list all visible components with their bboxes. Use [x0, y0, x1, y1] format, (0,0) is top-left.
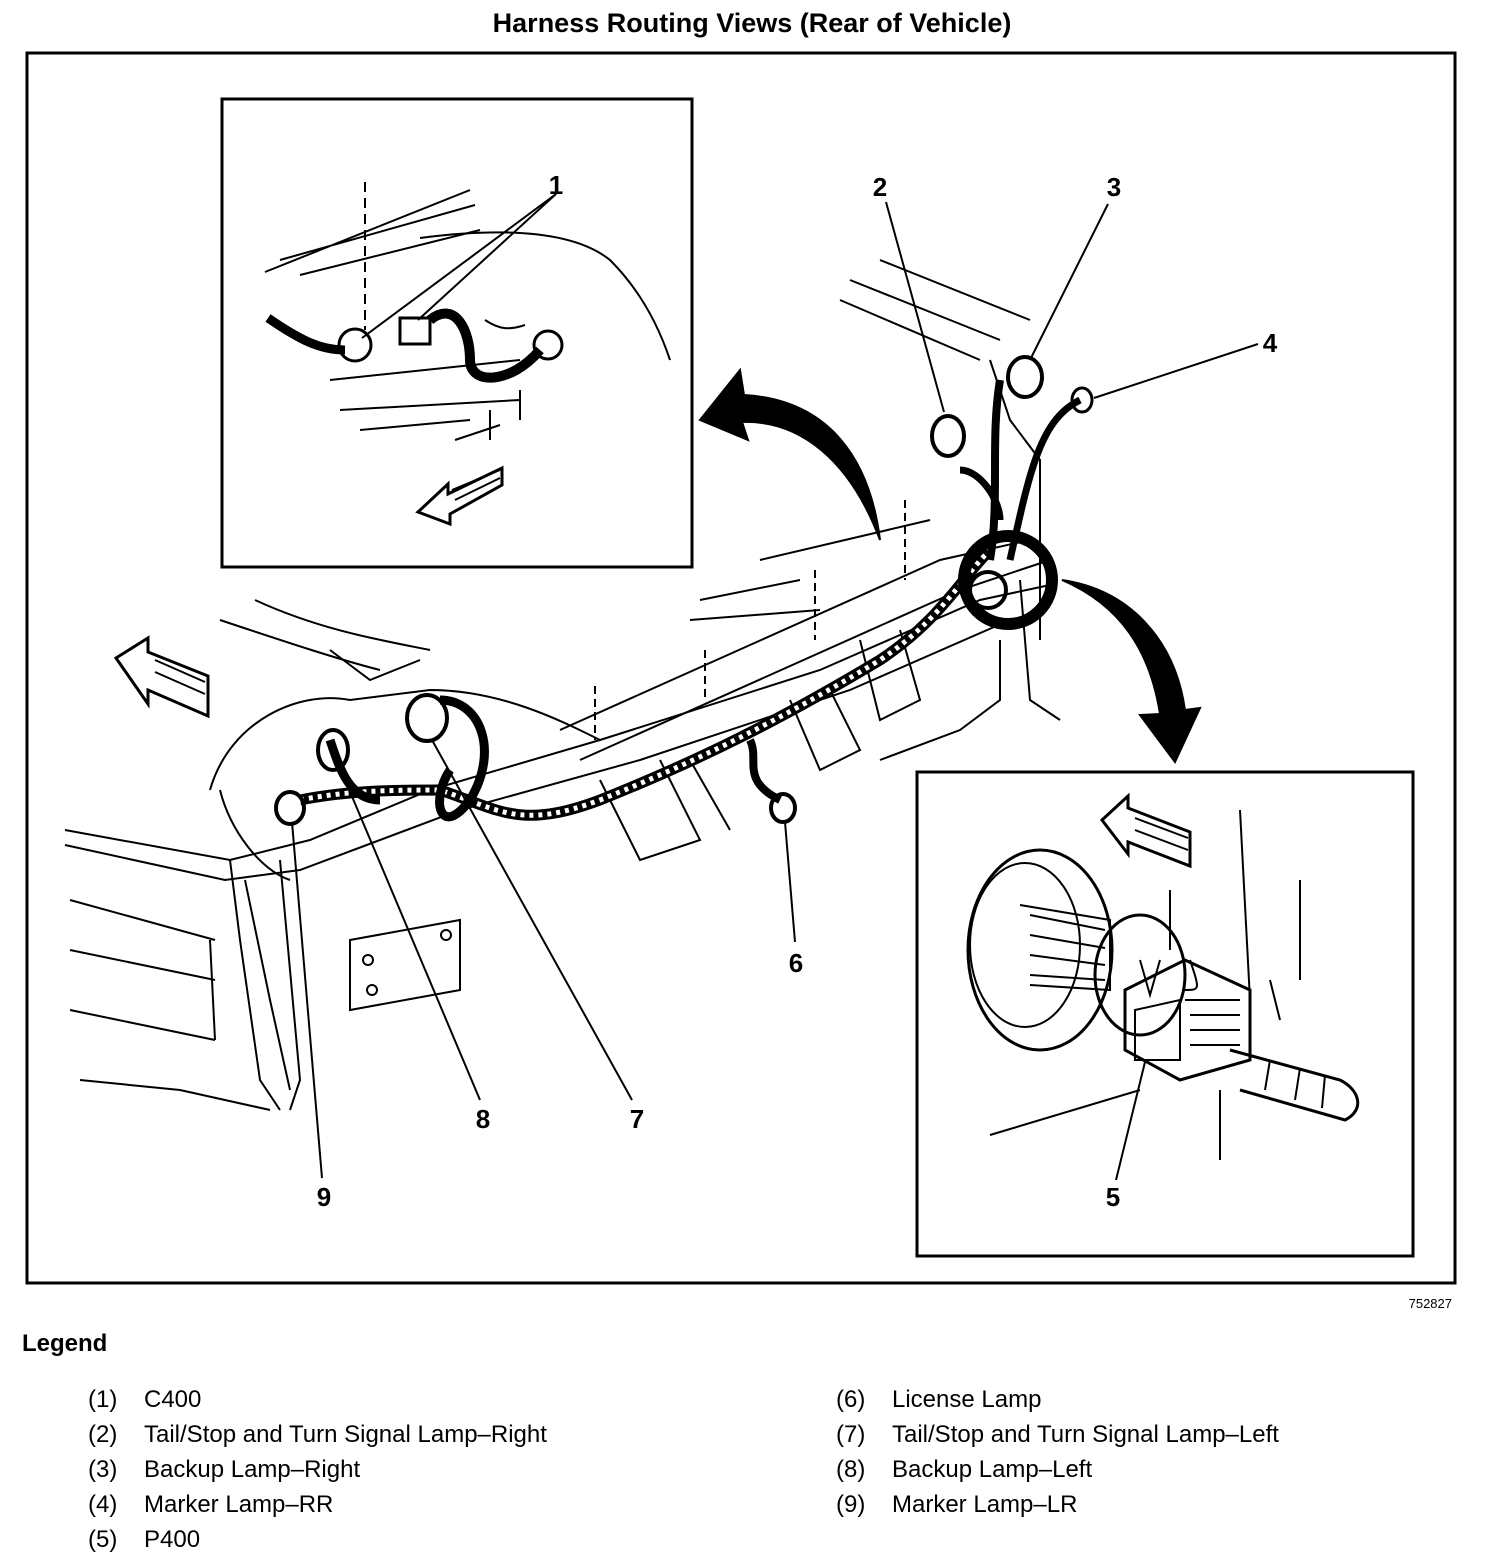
inset-c400 — [220, 97, 694, 569]
socket-backup-left — [316, 728, 350, 772]
legend-item: (5)P400 — [88, 1526, 201, 1553]
socket-tail-right — [930, 414, 966, 458]
figure-reference: 752827 — [1408, 1296, 1452, 1311]
callout-3: 3 — [1107, 172, 1121, 202]
callout-9: 9 — [317, 1182, 331, 1212]
leader-lines — [291, 193, 1259, 1181]
callout-1: 1 — [549, 170, 563, 200]
callout-5: 5 — [1106, 1182, 1120, 1212]
callout-8: 8 — [476, 1104, 490, 1134]
diagram-title: Harness Routing Views (Rear of Vehicle) — [492, 8, 1012, 38]
legend-column-right: (6)License Lamp (7)Tail/Stop and Turn Si… — [836, 1382, 1279, 1522]
inset-p400 — [915, 770, 1415, 1258]
socket-backup-right — [1006, 355, 1044, 399]
callout-6: 6 — [789, 948, 803, 978]
legend-column-left: (1)C400 (2)Tail/Stop and Turn Signal Lam… — [88, 1382, 547, 1557]
callout-7: 7 — [630, 1104, 644, 1134]
legend-item: (1)C400 — [88, 1386, 202, 1413]
socket-marker-lr — [274, 790, 306, 826]
socket-marker-rr — [1070, 386, 1094, 414]
callout-2: 2 — [873, 172, 887, 202]
arrow-to-bottom-inset — [1061, 579, 1202, 764]
legend-item: (2)Tail/Stop and Turn Signal Lamp–Right — [88, 1421, 547, 1448]
legend-item: (4)Marker Lamp–RR — [88, 1491, 334, 1518]
main-frame — [25, 51, 1457, 1285]
socket-tail-left — [405, 693, 449, 743]
vehicle-view — [64, 259, 1094, 1111]
direction-arrow — [113, 635, 210, 719]
callout-4: 4 — [1263, 328, 1278, 358]
legend-item: (3)Backup Lamp–Right — [88, 1456, 361, 1483]
legend-item: (7)Tail/Stop and Turn Signal Lamp–Left — [836, 1421, 1279, 1448]
legend-item: (8)Backup Lamp–Left — [836, 1456, 1093, 1483]
legend-item: (9)Marker Lamp–LR — [836, 1491, 1078, 1518]
legend-item: (6)License Lamp — [836, 1386, 1042, 1413]
legend-heading: Legend — [22, 1330, 108, 1357]
arrow-to-top-inset — [698, 367, 881, 541]
socket-license — [769, 792, 797, 824]
